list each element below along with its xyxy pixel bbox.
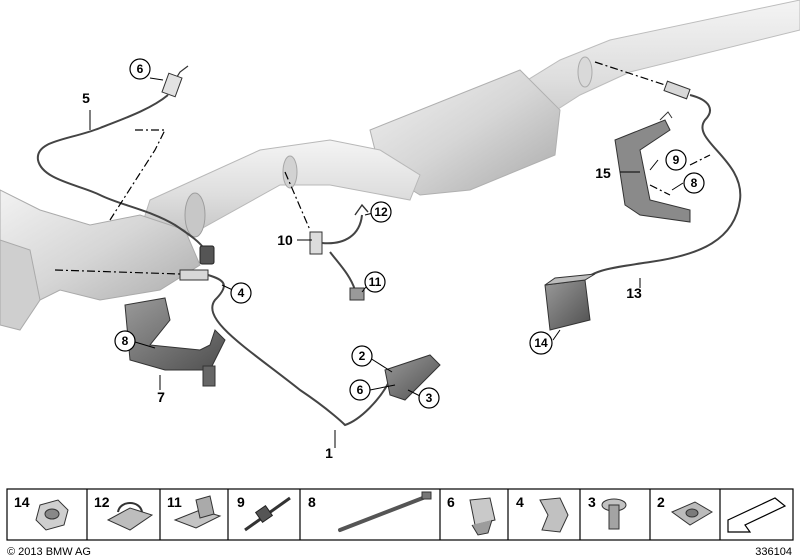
legend-num-11: 11	[167, 494, 182, 510]
part-label-15: 15	[595, 165, 611, 181]
bracket-left	[124, 297, 226, 387]
part-label-1: 1	[325, 445, 333, 461]
copyright-text: © 2013 BMW AG	[7, 546, 91, 558]
part-label-13: 13	[626, 285, 642, 301]
arrow-down-left-icon	[727, 497, 787, 533]
legend-num-2: 2	[657, 494, 665, 510]
clip-holder-icon	[106, 502, 154, 531]
callout-4-label: 4	[238, 286, 245, 300]
legend-num-14: 14	[14, 494, 30, 510]
callout-8-right: 8	[683, 172, 705, 194]
callout-8-left-label: 8	[122, 334, 129, 348]
bolt-icon	[601, 498, 627, 530]
part-label-10: 10	[277, 232, 293, 248]
legend-num-4: 4	[516, 494, 524, 510]
legend-cell-arrow	[727, 497, 787, 533]
legend-num-6: 6	[447, 494, 455, 510]
callout-3: 3	[418, 387, 440, 409]
callout-9: 9	[665, 149, 687, 171]
legend-cell-4: 4	[516, 494, 569, 533]
cable-tie-icon	[338, 491, 432, 532]
legend-cell-3: 3	[588, 494, 627, 530]
sensor-middle	[309, 203, 369, 301]
callout-11: 11	[364, 271, 386, 293]
callout-2-label: 2	[359, 349, 366, 363]
legend-cell-14: 14	[14, 494, 69, 531]
legend-num-8: 8	[308, 494, 316, 510]
legend-num-12: 12	[94, 494, 110, 510]
callout-6-top-label: 6	[137, 62, 144, 76]
part-label-7: 7	[157, 389, 165, 405]
callout-6-top: 6	[129, 58, 151, 80]
legend-num-9: 9	[237, 494, 245, 510]
callout-leaders	[89, 77, 684, 448]
diagram-number: 336104	[755, 546, 792, 558]
leader-lines	[54, 61, 711, 275]
oxygen-sensor-lower	[179, 269, 391, 427]
plug-clip-icon	[469, 497, 496, 536]
nox-sensor-right	[544, 80, 742, 331]
callout-3-label: 3	[426, 391, 433, 405]
bracket-icon	[173, 495, 222, 529]
oxygen-sensor-upper	[36, 65, 215, 265]
bracket-right	[614, 111, 691, 223]
speed-nut-icon	[670, 501, 713, 526]
legend-cell-2: 2	[657, 494, 713, 526]
legend-cell-6: 6	[447, 494, 496, 536]
callout-8-left: 8	[114, 330, 136, 352]
holder-lower	[384, 354, 441, 401]
callout-8-right-label: 8	[691, 176, 698, 190]
spring-clip-icon	[539, 497, 569, 533]
callout-6-lower-label: 6	[357, 383, 364, 397]
nut-icon	[35, 499, 69, 531]
callout-9-label: 9	[673, 153, 680, 167]
callout-14-label: 14	[534, 336, 548, 350]
exhaust-pipe	[0, 0, 800, 331]
legend-cell-12: 12	[94, 494, 154, 531]
callout-14: 14	[529, 331, 553, 355]
callout-4: 4	[230, 282, 252, 304]
legend-cell-11: 11	[167, 494, 222, 529]
callout-2: 2	[351, 345, 373, 367]
callout-11-label: 11	[369, 275, 382, 289]
part-label-5: 5	[82, 90, 90, 106]
callout-6-lower: 6	[349, 379, 371, 401]
callout-12-label: 12	[374, 205, 388, 219]
legend-num-3: 3	[588, 494, 596, 510]
cable-tie-mount-icon	[244, 496, 291, 532]
legend-cell-9: 9	[237, 494, 291, 532]
legend-cell-8: 8	[308, 491, 432, 532]
parts-legend: 14 12 11 9	[6, 488, 794, 541]
callout-12: 12	[370, 201, 392, 223]
